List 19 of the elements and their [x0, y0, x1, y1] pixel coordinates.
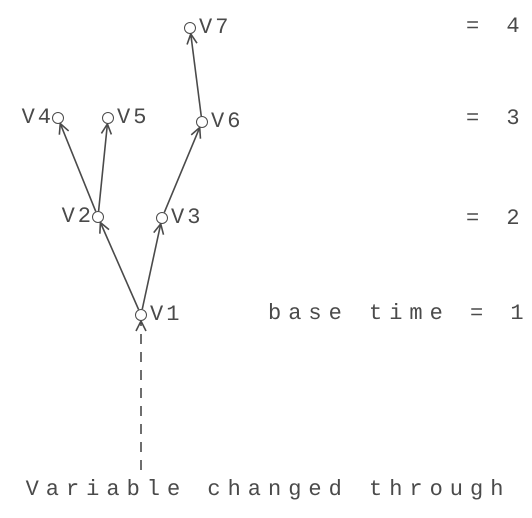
arrow: [135, 320, 147, 470]
vertex-label: V5: [117, 107, 150, 129]
time-level-label: = 3: [466, 108, 527, 130]
vertex-label: V1: [150, 304, 182, 326]
caption-text: Variable changed through: [26, 476, 510, 504]
time-level-label: = 2: [466, 208, 527, 230]
vertex-label: V7: [199, 17, 232, 39]
vertex-label: V6: [211, 111, 244, 133]
time-level-label: = 4: [466, 16, 527, 38]
vertex-label: V2: [62, 206, 94, 228]
arrow: [186, 33, 202, 116]
vertex-label: V3: [171, 207, 204, 229]
vertex-label: V4: [22, 107, 54, 129]
arrow: [58, 122, 96, 212]
arrow: [141, 223, 164, 310]
arrow: [164, 126, 202, 213]
arrow: [99, 222, 140, 310]
arrow: [98, 123, 112, 212]
time-level-label: base time = 1: [268, 303, 531, 325]
